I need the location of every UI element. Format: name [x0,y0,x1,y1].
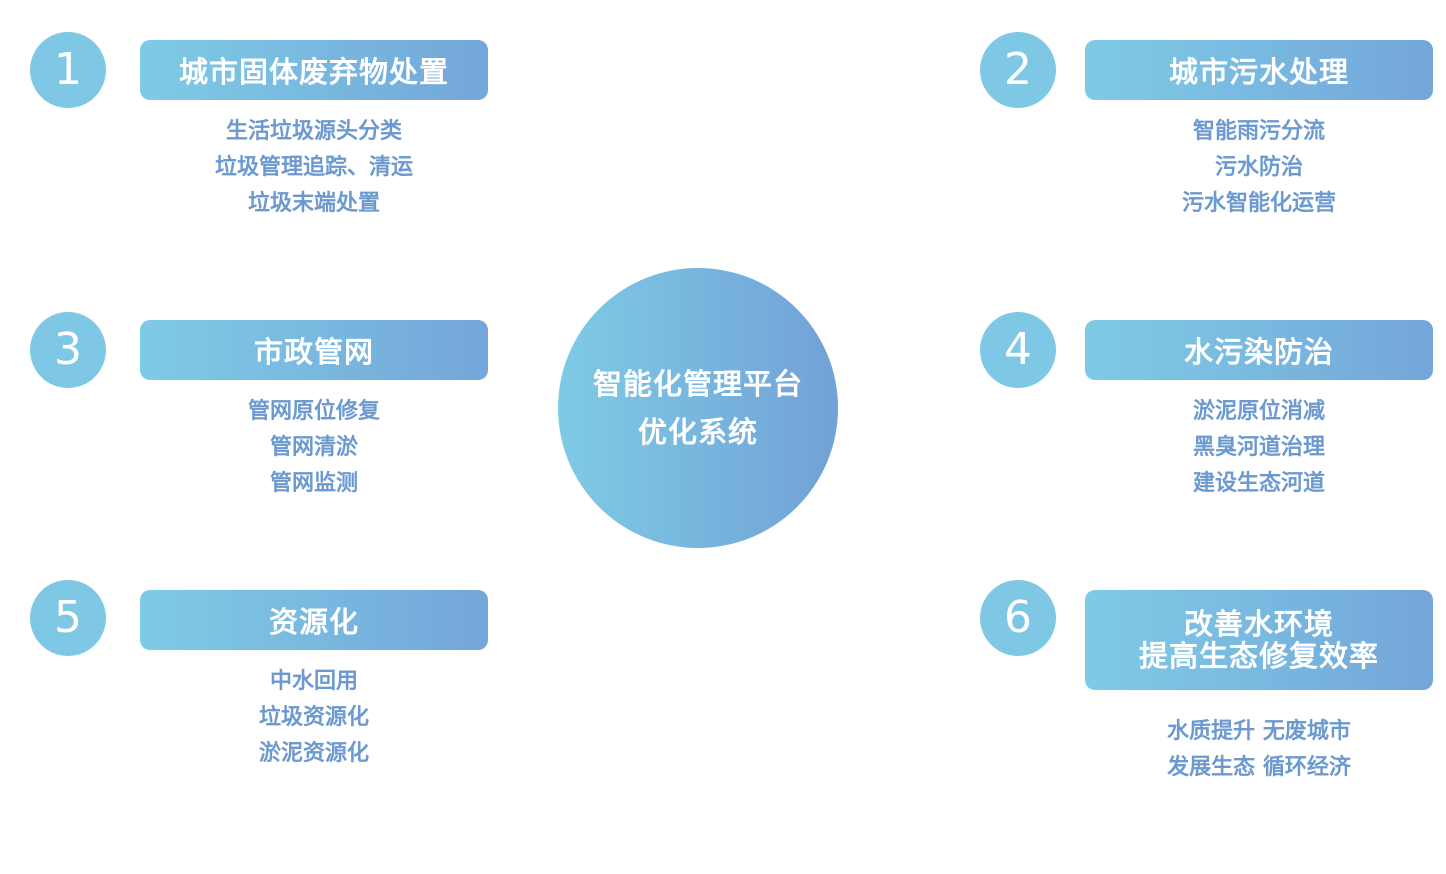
section-3-number: 3 [30,312,106,388]
center-title-line-1: 智能化管理平台 [592,367,803,401]
list-item: 垃圾资源化 [258,705,369,730]
section-5-number: 5 [30,580,106,656]
section-5-title: 资源化 [140,590,488,650]
section-3-items: 管网原位修复 管网清淤 管网监测 [140,394,488,502]
section-4-title: 水污染防治 [1085,320,1433,380]
list-item: 水质提升 无废城市 [1167,719,1351,744]
list-item: 垃圾末端处置 [247,191,380,216]
section-4-number: 4 [980,312,1056,388]
list-item: 中水回用 [269,669,358,694]
section-4-items: 淤泥原位消减 黑臭河道治理 建设生态河道 [1085,394,1433,502]
list-item: 污水智能化运营 [1181,191,1336,216]
list-item: 管网监测 [269,471,358,496]
section-6-title-line-2: 提高生态修复效率 [1138,639,1379,673]
section-1-items: 生活垃圾源头分类 垃圾管理追踪、清运 垃圾末端处置 [140,114,488,222]
list-item: 淤泥资源化 [258,741,369,766]
section-2-title: 城市污水处理 [1085,40,1433,100]
section-6-items: 水质提升 无废城市 发展生态 循环经济 [1085,714,1433,786]
section-6-title: 改善水环境 提高生态修复效率 [1085,590,1433,690]
list-item: 发展生态 循环经济 [1167,755,1351,780]
list-item: 智能雨污分流 [1192,119,1325,144]
center-title-line-2: 优化系统 [637,415,758,449]
list-item: 垃圾管理追踪、清运 [214,155,413,180]
list-item: 污水防治 [1214,155,1303,180]
section-1-title: 城市固体废弃物处置 [140,40,488,100]
list-item: 管网清淤 [269,435,358,460]
section-3-title: 市政管网 [140,320,488,380]
section-6-number: 6 [980,580,1056,656]
list-item: 管网原位修复 [247,399,380,424]
section-2-items: 智能雨污分流 污水防治 污水智能化运营 [1085,114,1433,222]
center-platform-circle: 智能化管理平台 优化系统 [558,268,838,548]
section-1-number: 1 [30,32,106,108]
section-5-items: 中水回用 垃圾资源化 淤泥资源化 [140,664,488,772]
list-item: 淤泥原位消减 [1192,399,1325,424]
section-2-number: 2 [980,32,1056,108]
list-item: 黑臭河道治理 [1192,435,1325,460]
list-item: 建设生态河道 [1192,471,1325,496]
section-6-title-line-1: 改善水环境 [1183,607,1334,641]
list-item: 生活垃圾源头分类 [225,119,402,144]
